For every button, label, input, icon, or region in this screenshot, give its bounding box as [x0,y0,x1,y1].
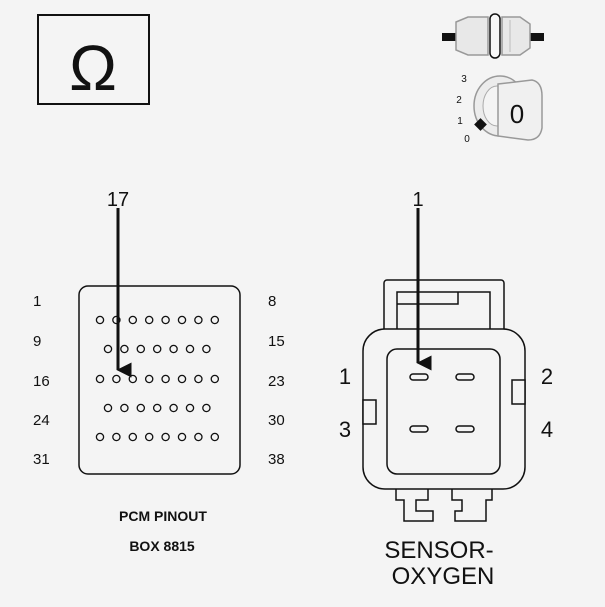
sensor-pin-label-4: 4 [541,417,553,442]
pcm-row-label-left: 9 [33,333,41,350]
pcm-pin [144,315,154,325]
pcm-connector: 1 9 16 24 31 8 15 23 30 38 17 PCM PINOUT BOX 881… [33,189,285,554]
sensor-caption-line2: OXYGEN [392,563,495,590]
pcm-callout-pin-label: 17 [107,189,129,211]
pcm-pin [112,315,121,325]
pcm-pin [128,432,138,442]
pcm-row-label-right: 23 [268,373,285,390]
disconnect-connector-icon [442,13,544,59]
pcm-pin [194,432,203,442]
pcm-pin [128,374,138,384]
pcm-row-label-right: 38 [268,451,285,468]
pcm-pin-grid [95,315,220,442]
oxygen-sensor-connector: 1 2 3 4 1 SENSOR- OXYGEN [339,189,553,590]
pcm-pin [210,374,220,384]
sensor-callout-pin-label: 1 [412,189,423,211]
pcm-pin [210,432,220,442]
pcm-pin [95,315,105,325]
pcm-pin [169,344,178,354]
ignition-position-0: 0 [464,134,470,145]
pcm-pin [177,432,187,442]
pcm-pin [120,344,129,354]
pcm-pin [161,315,170,325]
pcm-row-labels-left: 1 9 16 24 31 [33,293,50,468]
pcm-pin [103,344,113,354]
pcm-pin [144,374,154,384]
pcm-row-label-right: 30 [268,412,285,429]
pcm-pin [210,315,220,325]
pcm-row-label-left: 1 [33,293,41,310]
pcm-pin [194,315,203,325]
pcm-pin [185,403,195,413]
pcm-pin [152,344,162,354]
pcm-pin [169,403,178,413]
sensor-pin-1 [409,373,429,381]
pcm-pin [136,344,146,354]
ignition-position-1: 1 [457,116,463,127]
ignition-position-3: 3 [461,74,467,85]
key-label: 0 [510,99,524,129]
pcm-pin [152,403,162,413]
sensor-caption-line1: SENSOR- [384,537,493,564]
ohm-icon: Ω [69,32,117,104]
sensor-pin-3 [409,425,429,433]
pcm-row-label-right: 8 [268,293,276,310]
ignition-position-2: 2 [456,95,462,106]
pcm-row-label-left: 24 [33,412,50,429]
pcm-pin [161,374,170,384]
pcm-pin [177,374,187,384]
pcm-row-label-left: 31 [33,451,50,468]
pcm-pin [136,403,146,413]
pcm-row-labels-right: 8 15 23 30 38 [268,293,285,468]
pcm-pin [95,374,105,384]
sensor-pin-label-2: 2 [541,364,553,389]
sensor-pin-label-1: 1 [339,364,351,389]
ignition-key-icon: 3 2 1 0 0 [456,74,543,145]
pcm-pin [185,344,195,354]
pcm-pin [202,344,211,354]
pcm-pin [112,374,121,384]
pcm-pin [112,432,121,442]
pcm-pin [177,315,187,325]
pcm-pin [202,403,211,413]
sensor-pin-4 [455,425,475,433]
pcm-pin [120,403,129,413]
pcm-pin [161,432,170,442]
pcm-caption-line1: PCM PINOUT [119,508,207,524]
sensor-pin-label-3: 3 [339,417,351,442]
pcm-pin [194,374,203,384]
pcm-row-label-left: 16 [33,373,50,390]
pcm-row-label-right: 15 [268,333,285,350]
pcm-pin [128,315,138,325]
ohmmeter-symbol: Ω [37,14,150,105]
pcm-pin [103,403,113,413]
pcm-pin [144,432,154,442]
pcm-pin [95,432,105,442]
sensor-pin-2 [455,373,475,381]
pcm-caption-line2: BOX 8815 [129,538,195,554]
